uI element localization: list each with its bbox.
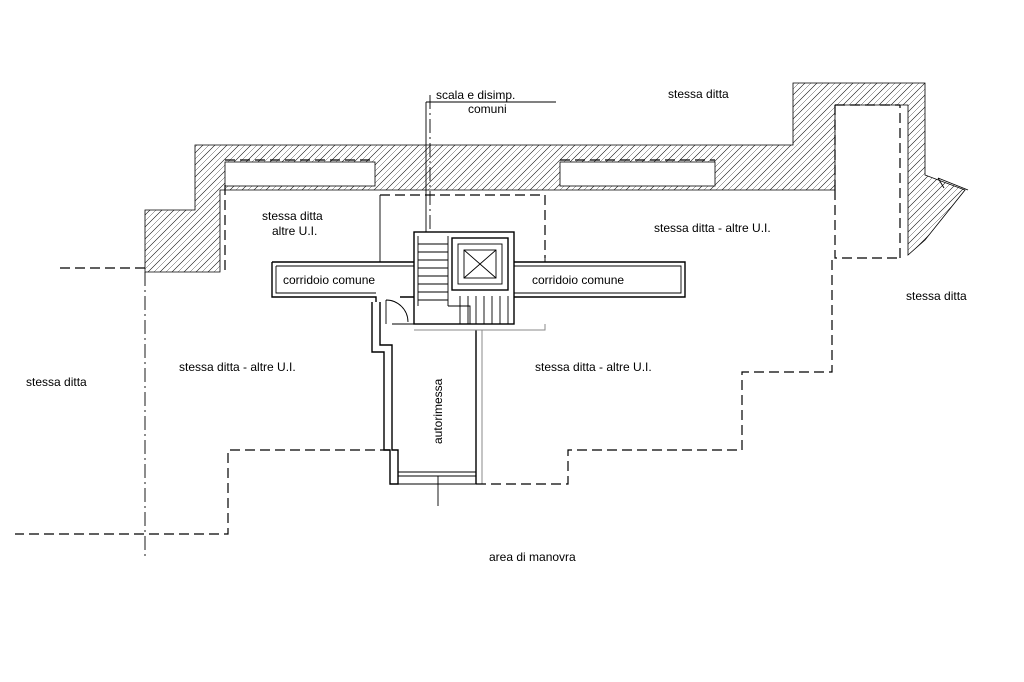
corridors bbox=[271, 195, 686, 324]
label-stessa-ditta-altre-right-top: stessa ditta - altre U.I. bbox=[654, 221, 771, 235]
label-stessa-ditta-altre-right: stessa ditta - altre U.I. bbox=[535, 360, 652, 374]
label-autorimessa: autorimessa bbox=[431, 378, 445, 444]
label-stessa-ditta-altre-left: stessa ditta - altre U.I. bbox=[179, 360, 296, 374]
label-corridoio-right: corridoio comune bbox=[532, 273, 624, 287]
stair-core bbox=[413, 231, 515, 325]
label-scala: scala e disimp. bbox=[436, 88, 515, 102]
hatched-ground-wall bbox=[144, 82, 966, 273]
label-stessa-ditta-top: stessa ditta bbox=[668, 87, 729, 101]
upper-boundary-dashes bbox=[224, 104, 901, 272]
label-stessa-ditta-a: stessa ditta bbox=[262, 209, 323, 223]
ground-arrow bbox=[937, 177, 969, 191]
label-stessa-ditta-left: stessa ditta bbox=[26, 375, 87, 389]
label-stessa-ditta-right: stessa ditta bbox=[906, 289, 967, 303]
label-altre-ui-a: altre U.I. bbox=[272, 224, 317, 238]
label-leader-line bbox=[425, 101, 556, 232]
axis-lines bbox=[144, 95, 431, 560]
label-comuni: comuni bbox=[468, 102, 507, 116]
label-corridoio-left: corridoio comune bbox=[283, 273, 375, 287]
label-area-manovra: area di manovra bbox=[489, 550, 576, 564]
garage-outline bbox=[371, 302, 546, 506]
lower-boundary-dashes bbox=[15, 258, 833, 535]
